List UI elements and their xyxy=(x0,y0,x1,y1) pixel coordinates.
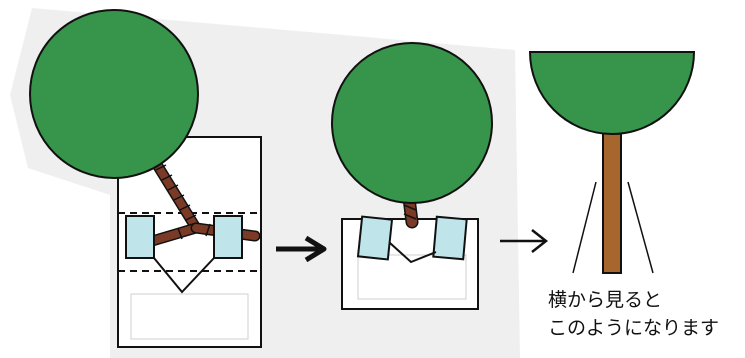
panel-tightened-view xyxy=(331,42,493,310)
arrow-right-bold xyxy=(276,235,327,263)
side-line-right xyxy=(627,181,654,274)
trunk xyxy=(602,127,622,274)
panel-front-view xyxy=(29,9,262,348)
panel-side-view xyxy=(528,51,696,274)
side-view-caption: 横から見ると このようになります xyxy=(548,286,719,342)
clip-right-2 xyxy=(432,215,468,261)
side-line-left xyxy=(572,181,597,274)
clip-wire-2 xyxy=(389,242,437,264)
label-box xyxy=(130,293,249,340)
clip-right xyxy=(213,215,243,259)
canopy-side xyxy=(528,51,696,135)
clip-left-2 xyxy=(356,215,394,261)
clip-left xyxy=(125,215,155,259)
canopy-front xyxy=(29,9,199,179)
canopy-tightened xyxy=(331,42,493,204)
clip-wire xyxy=(153,257,215,294)
caption-line-2: このようになります xyxy=(548,317,720,339)
arrow-right-thin xyxy=(500,229,549,253)
caption-line-1: 横から見ると xyxy=(548,289,663,311)
